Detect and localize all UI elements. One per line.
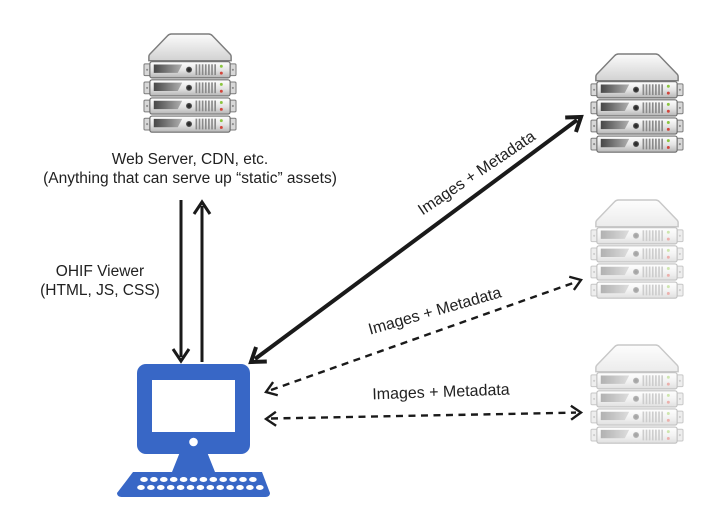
ohif-viewer-label-line1: OHIF Viewer [55,263,145,280]
server-stack-icon [590,342,684,446]
images-tertiary-label: Images + Metadata [372,381,510,404]
server-stack-icon [590,51,684,155]
images-tertiary-arrow [263,404,584,427]
ohif-viewer-label: OHIF Viewer (HTML, JS, CSS) [10,262,190,300]
images-primary-arrow [248,114,584,365]
images-primary-label: Images + Metadata [415,128,539,219]
web-server-label: Web Server, CDN, etc. (Anything that can… [15,150,365,188]
ohif-viewer-label-line2: (HTML, JS, CSS) [40,282,160,299]
images-secondary-arrow [264,275,583,397]
server-stack-icon [143,31,237,135]
web-server-label-line2: (Anything that can serve up “static” ass… [43,170,337,187]
server-stack-icon [590,197,684,301]
web-server-label-line1: Web Server, CDN, etc. [111,151,269,168]
computer-icon [117,364,270,497]
images-secondary-label: Images + Metadata [366,284,504,339]
